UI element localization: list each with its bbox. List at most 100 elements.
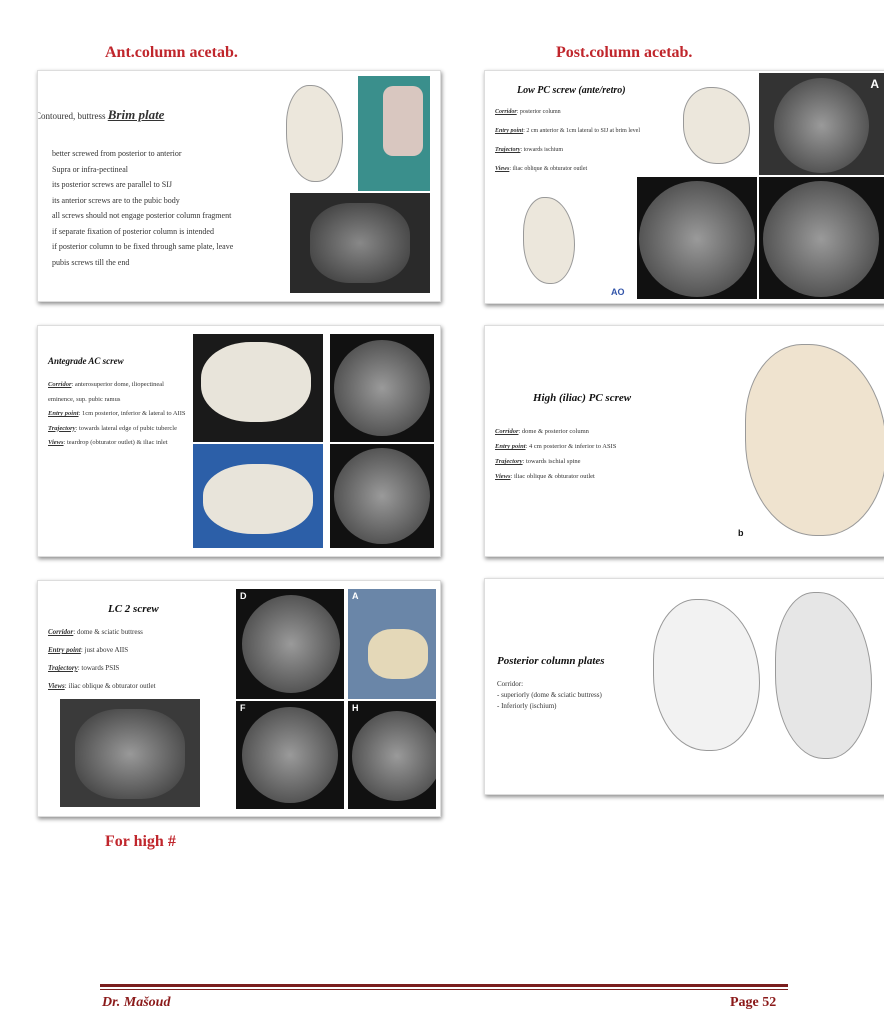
row-value: : towards PSIS	[77, 664, 120, 672]
row-value: : towards lateral edge of pubic tubercle	[75, 424, 177, 432]
slide-brim-plate: Contoured, buttress Brim plate better sc…	[37, 70, 441, 302]
ao-logo: AO	[611, 287, 625, 297]
fluoro-image	[637, 177, 757, 299]
slide-title: Posterior column plates	[497, 655, 605, 667]
info-row: Corridor: posterior column	[495, 103, 640, 122]
row-key: Trajectory	[48, 664, 78, 672]
info-row: Corridor: dome & sciatic buttress	[48, 623, 156, 641]
slide-low-pc-screw: Low PC screw (ante/retro) Corridor: post…	[484, 70, 884, 304]
info-list: Corridor: posterior column Entry point: …	[495, 103, 640, 179]
row-key: Trajectory	[48, 424, 76, 432]
footer-author: Dr. Mašoud	[102, 995, 171, 1010]
fluoro-image	[330, 334, 434, 442]
row-value: : iliac oblique & obturator outlet	[510, 473, 595, 480]
info-lead: Corridor:	[497, 680, 524, 688]
slide-title: LC 2 screw	[108, 603, 159, 615]
bullet: Supra or infra-pectineal	[52, 164, 128, 174]
bullet: its posterior screws are parallel to SIJ	[52, 180, 172, 189]
fluoro-image	[759, 177, 884, 299]
info-row: Views: teardrop (obturator outlet) & ili…	[48, 436, 188, 451]
bullet: - Inferiorly (ischium)	[497, 702, 557, 710]
row-key: Entry point	[48, 646, 81, 654]
row-value: : dome & sciatic buttress	[73, 628, 143, 636]
pelvis-xray	[60, 699, 200, 807]
info-row: Trajectory: towards ischial spine	[495, 454, 616, 469]
footer-rule-thin	[100, 989, 788, 990]
info-row: Views: iliac oblique & obturator outlet	[495, 160, 640, 179]
row-key: Corridor	[48, 381, 72, 388]
intraop-photo	[358, 76, 430, 191]
title-main: Brim plate	[107, 107, 165, 122]
bullet: all screws should not engage posterior c…	[52, 211, 232, 220]
row-value: : 2 cm anterior & 1cm lateral to SIJ at …	[523, 128, 640, 134]
slide-title: High (iliac) PC screw	[533, 392, 632, 404]
fluoro-image	[330, 444, 434, 548]
row-value: : iliac oblique & obturator outlet	[64, 682, 156, 690]
row-value: : 4 cm posterior & inferior to ASIS	[525, 443, 617, 450]
row-value: : anterosuperior dome, iliopectineal emi…	[48, 381, 164, 403]
row-key: Views	[495, 166, 510, 172]
row-key: Entry point	[495, 443, 526, 450]
row-value: : teardrop (obturator outlet) & iliac in…	[63, 439, 168, 446]
pelvis-xray	[290, 193, 430, 293]
row-key: Views	[48, 439, 64, 446]
row-key: Corridor	[495, 109, 517, 115]
bullet: - superiorly (dome & sciatic buttress)	[497, 691, 602, 699]
row-key: Trajectory	[495, 458, 523, 465]
row-value: : just above AIIS	[80, 646, 129, 654]
info-row: Trajectory: towards lateral edge of pubi…	[48, 422, 188, 437]
fluoro-image: A	[759, 73, 884, 175]
info-row: Entry point: 1cm posterior, inferior & l…	[48, 407, 188, 422]
info-row: Views: iliac oblique & obturator outlet	[48, 677, 156, 695]
pelvis-illustration	[673, 79, 758, 169]
bullet: better screwed from posterior to anterio…	[52, 149, 182, 158]
info-list: Corridor: anterosuperior dome, iliopecti…	[48, 378, 188, 451]
fluoro-image: D	[236, 589, 344, 699]
bullet: if separate fixation of posterior column…	[52, 226, 214, 236]
bullet: its anterior screws are to the pubic bod…	[52, 195, 180, 205]
row-key: Corridor	[495, 428, 519, 435]
row-value: : towards ischium	[520, 147, 564, 153]
title-lead: Contoured, buttress	[37, 111, 108, 121]
pelvis-model-photo	[193, 444, 323, 548]
heading-anterior-column: Ant.column acetab.	[105, 44, 238, 61]
row-value: : 1cm posterior, inferior & lateral to A…	[78, 410, 186, 417]
slide-high-pc-screw: High (iliac) PC screw Corridor: dome & p…	[484, 325, 884, 557]
row-value: : posterior column	[516, 109, 561, 115]
figure-label: H	[352, 703, 359, 713]
info-row: Corridor: anterosuperior dome, iliopecti…	[48, 378, 188, 407]
row-key: Entry point	[48, 410, 79, 417]
fluoro-image: F	[236, 701, 344, 809]
figure-label: F	[240, 703, 246, 713]
row-value: : dome & posterior column	[518, 428, 589, 435]
row-value: : towards ischial spine	[522, 458, 581, 465]
pelvis-illustration	[645, 591, 765, 761]
info-row: Entry point: 2 cm anterior & 1cm lateral…	[495, 122, 640, 141]
pelvis-illustration	[276, 79, 356, 189]
info-row: Trajectory: towards PSIS	[48, 659, 156, 677]
info-list: Corridor: - superiorly (dome & sciatic b…	[497, 679, 602, 712]
bullet: pubis screws till the end	[52, 257, 130, 267]
slide-title: Antegrade AC screw	[48, 356, 124, 366]
note-for-high: For high #	[105, 833, 176, 850]
figure-label: D	[240, 591, 247, 601]
slide-antegrade-ac-screw: Antegrade AC screw Corridor: anterosuper…	[37, 325, 441, 557]
row-key: Trajectory	[495, 147, 521, 153]
info-row: Corridor: dome & posterior column	[495, 424, 616, 439]
info-row: Trajectory: towards ischium	[495, 141, 640, 160]
pelvis-illustration	[770, 587, 880, 767]
bullet-list: better screwed from posterior to anterio…	[52, 146, 233, 270]
info-list: Corridor: dome & sciatic buttress Entry …	[48, 623, 156, 695]
row-key: Corridor	[48, 628, 74, 636]
row-key: Views	[495, 473, 511, 480]
pelvis-model-photo	[193, 334, 323, 442]
hemipelvis-illustration: b	[735, 334, 884, 544]
info-row: Entry point: 4 cm posterior & inferior t…	[495, 439, 616, 454]
row-value: : iliac oblique & obturator outlet	[509, 166, 588, 172]
heading-posterior-column: Post.column acetab.	[556, 44, 693, 61]
pelvis-illustration	[515, 191, 585, 291]
page-number: Page 52	[730, 995, 777, 1010]
footer-rule	[100, 984, 788, 987]
figure-label: A	[870, 77, 879, 91]
slide-title: Contoured, buttress Brim plate	[37, 107, 165, 123]
